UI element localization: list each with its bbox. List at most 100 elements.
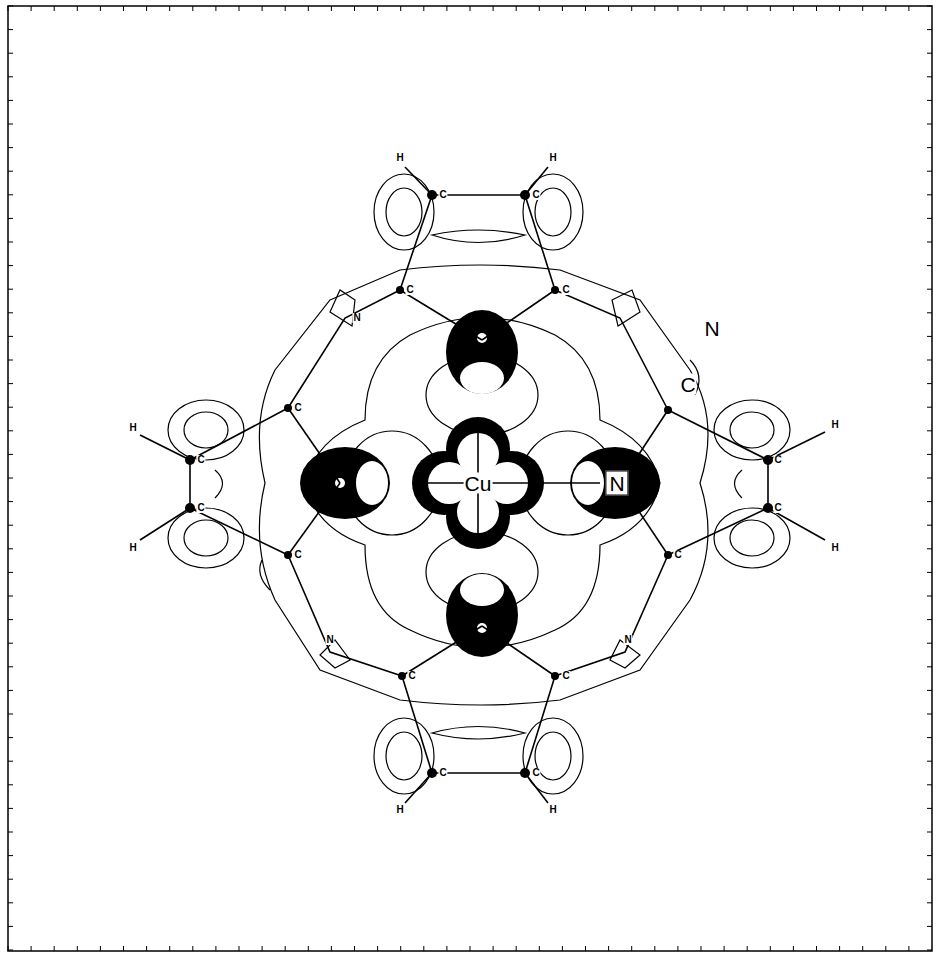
copper-density — [412, 417, 544, 549]
tick-mark — [8, 100, 13, 101]
tick-mark — [908, 6, 909, 11]
tick-mark — [747, 946, 748, 951]
tick-mark — [8, 430, 13, 431]
tick-mark — [927, 29, 932, 30]
tick-mark — [470, 6, 471, 11]
tick-mark — [8, 855, 13, 856]
tick-mark — [239, 946, 240, 951]
tick-mark — [146, 946, 147, 951]
tick-mark — [927, 572, 932, 573]
tick-mark — [927, 548, 932, 549]
tick-mark — [927, 902, 932, 903]
tick-mark — [123, 946, 124, 951]
tick-mark — [123, 6, 124, 11]
tick-mark — [331, 946, 332, 951]
tick-mark — [701, 6, 702, 11]
tick-mark — [8, 596, 13, 597]
tick-mark — [100, 6, 101, 11]
tick-mark — [927, 194, 932, 195]
bond-lines — [140, 167, 825, 803]
atom-label: C — [407, 671, 416, 681]
tick-mark — [885, 6, 886, 11]
tick-mark — [262, 946, 263, 951]
tick-mark — [8, 619, 13, 620]
atom-label: C — [679, 374, 696, 395]
outer-contours — [168, 174, 790, 794]
tick-mark — [927, 289, 932, 290]
tick-mark — [8, 548, 13, 549]
tick-mark — [770, 946, 771, 951]
tick-mark — [31, 946, 32, 951]
tick-mark — [927, 950, 932, 951]
tick-mark — [562, 946, 563, 951]
tick-mark — [285, 946, 286, 951]
atom-label: H — [548, 153, 557, 163]
atom-label: H — [128, 423, 137, 433]
atom-label: C — [561, 285, 570, 295]
tick-mark — [8, 808, 13, 809]
tick-mark — [8, 124, 13, 125]
tick-mark — [927, 383, 932, 384]
tick-mark — [927, 100, 932, 101]
tick-mark — [8, 501, 13, 502]
tick-mark — [839, 6, 840, 11]
tick-mark — [8, 525, 13, 526]
tick-mark — [793, 6, 794, 11]
tick-mark — [8, 53, 13, 54]
tick-mark — [562, 6, 563, 11]
tick-mark — [927, 926, 932, 927]
atom-label: H — [128, 543, 137, 553]
tick-mark — [8, 242, 13, 243]
atom-label: N — [352, 313, 361, 323]
tick-mark — [423, 6, 424, 11]
tick-mark — [8, 478, 13, 479]
tick-mark — [308, 6, 309, 11]
tick-mark — [927, 171, 932, 172]
tick-mark — [400, 6, 401, 11]
tick-mark — [585, 6, 586, 11]
tick-mark — [927, 619, 932, 620]
atom-label: C — [561, 671, 570, 681]
atom-label: Cu — [464, 473, 493, 494]
atom-label: H — [395, 153, 404, 163]
tick-mark — [31, 6, 32, 11]
tick-mark — [927, 360, 932, 361]
tick-mark — [927, 525, 932, 526]
tick-mark — [446, 6, 447, 11]
tick-mark — [927, 124, 932, 125]
tick-mark — [8, 360, 13, 361]
tick-mark — [927, 690, 932, 691]
tick-mark — [927, 6, 932, 7]
tick-mark — [8, 950, 13, 951]
tick-mark — [677, 946, 678, 951]
tick-mark — [54, 946, 55, 951]
tick-mark — [8, 666, 13, 667]
tick-mark — [446, 946, 447, 951]
atom-label: N — [623, 635, 632, 645]
atom-label: C — [773, 503, 782, 513]
tick-mark — [747, 6, 748, 11]
tick-mark — [927, 147, 932, 148]
tick-mark — [927, 714, 932, 715]
tick-mark — [8, 336, 13, 337]
atom-dots — [185, 190, 773, 778]
atom-label: H — [395, 805, 404, 815]
tick-mark — [8, 454, 13, 455]
tick-mark — [8, 218, 13, 219]
tick-mark — [927, 454, 932, 455]
tick-mark — [927, 761, 932, 762]
tick-mark — [927, 242, 932, 243]
tick-mark — [516, 946, 517, 951]
tick-mark — [927, 879, 932, 880]
tick-mark — [8, 572, 13, 573]
tick-mark — [816, 946, 817, 951]
tick-mark — [516, 6, 517, 11]
atom-label: C — [438, 768, 447, 778]
tick-mark — [724, 6, 725, 11]
tick-mark — [377, 6, 378, 11]
tick-mark — [927, 407, 932, 408]
tick-mark — [631, 6, 632, 11]
tick-mark — [377, 946, 378, 951]
atom-label: N — [703, 318, 720, 339]
tick-mark — [169, 946, 170, 951]
